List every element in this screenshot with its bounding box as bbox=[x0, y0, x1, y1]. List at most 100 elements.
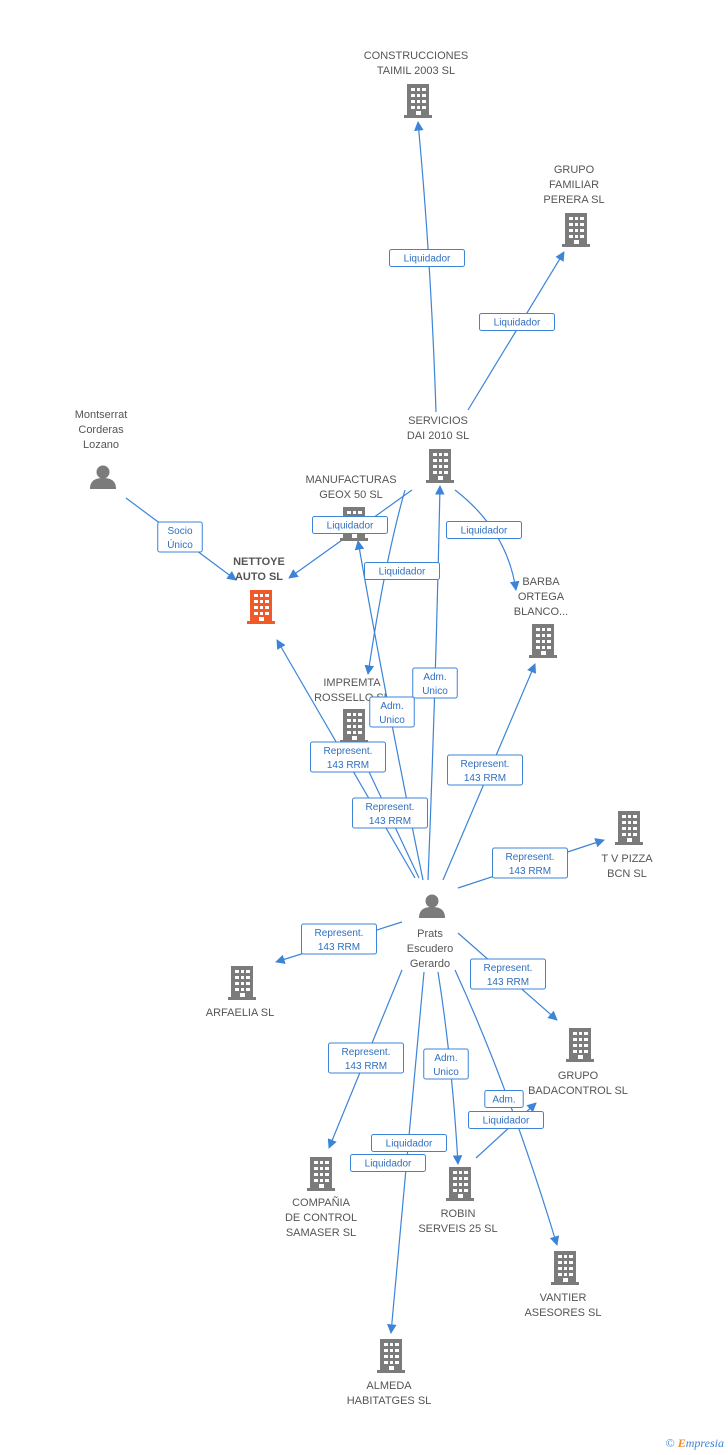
relation-badge-box bbox=[484, 1090, 524, 1108]
relation-badge-box bbox=[468, 1111, 544, 1129]
relation-label: Represent. bbox=[461, 759, 510, 770]
node-label: Lozano bbox=[83, 439, 119, 451]
relation-label: Liquidador bbox=[365, 1159, 412, 1170]
node-label: ALMEDA bbox=[366, 1380, 412, 1392]
relation-badge-prats-almeda[interactable]: Liquidador bbox=[371, 1134, 447, 1152]
node-label: Gerardo bbox=[410, 958, 450, 970]
relation-label: 143 RRM bbox=[327, 760, 369, 771]
relation-label: Represent. bbox=[324, 746, 373, 757]
relation-badge-prats-servicios[interactable]: Adm.Unico bbox=[412, 667, 458, 699]
highlighted-building-icon bbox=[247, 590, 275, 624]
relation-badge-prats-impremta[interactable]: Represent.143 RRM bbox=[352, 797, 428, 829]
node-label: SERVEIS 25 SL bbox=[418, 1223, 497, 1235]
building-icon bbox=[426, 449, 454, 483]
node-manufacturas[interactable]: MANUFACTURAS GEOX 50 SL bbox=[305, 474, 397, 541]
empresia-logo: ©Empresia bbox=[666, 1436, 724, 1451]
relation-label: 143 RRM bbox=[509, 866, 551, 877]
node-almeda[interactable]: ALMEDA HABITATGES SL bbox=[347, 1339, 432, 1407]
node-label: ROBIN bbox=[441, 1208, 476, 1220]
node-label: VANTIER bbox=[540, 1292, 587, 1304]
relation-badge-prats-tvpizza[interactable]: Represent. 143 RRM bbox=[492, 847, 568, 879]
relation-label: 143 RRM bbox=[369, 816, 411, 827]
relation-badge-servicios-barba[interactable]: Liquidador bbox=[446, 521, 522, 539]
relation-badge-box bbox=[412, 667, 458, 699]
person-icon bbox=[419, 894, 445, 918]
relation-badge-box bbox=[389, 249, 465, 267]
building-icon bbox=[551, 1251, 579, 1285]
relation-label: Único bbox=[167, 538, 193, 551]
relation-label: Unico bbox=[422, 686, 448, 697]
relation-badge-box bbox=[446, 521, 522, 539]
relation-label: Represent. bbox=[484, 963, 533, 974]
relation-badge-servicios-impremta[interactable]: Liquidador bbox=[364, 562, 440, 580]
relation-badge-robin-almeda[interactable]: Liquidador bbox=[350, 1154, 426, 1172]
node-label: CONSTRUCCIONES bbox=[364, 50, 469, 62]
relation-badge-servicios-construcciones[interactable]: Liquidador bbox=[389, 249, 465, 267]
building-icon bbox=[615, 811, 643, 845]
relation-badge-servicios-grupo_familiar[interactable]: Liquidador bbox=[479, 313, 555, 331]
node-robin[interactable]: ROBIN SERVEIS 25 SL bbox=[418, 1167, 498, 1235]
node-label: DAI 2010 SL bbox=[407, 430, 469, 442]
node-label: GEOX 50 SL bbox=[319, 489, 383, 501]
relation-badge-prats-barba[interactable]: Represent. 143 RRM bbox=[447, 754, 523, 786]
relation-label: Liquidador bbox=[327, 521, 374, 532]
building-icon bbox=[228, 966, 256, 1000]
relation-label: 143 RRM bbox=[464, 773, 506, 784]
relation-badge-box bbox=[301, 923, 377, 955]
relation-badge-prats-compania[interactable]: Represent. 143 RRM bbox=[328, 1042, 404, 1074]
node-label: BCN SL bbox=[607, 868, 647, 880]
node-barba[interactable]: BARBAORTEGABLANCO... bbox=[514, 576, 568, 658]
relation-badge-prats-vantier[interactable]: Adm. bbox=[484, 1090, 524, 1108]
relation-label: Liquidador bbox=[404, 254, 451, 265]
node-label: MANUFACTURAS bbox=[305, 474, 396, 486]
relation-badge-prats-arfaelia[interactable]: Represent.143 RRM bbox=[301, 923, 377, 955]
relation-label: Unico bbox=[379, 715, 405, 726]
relation-label: Liquidador bbox=[379, 567, 426, 578]
relation-label: 143 RRM bbox=[345, 1061, 387, 1072]
relation-badge-box bbox=[447, 754, 523, 786]
node-arfaelia[interactable]: ARFAELIA SL bbox=[206, 966, 274, 1019]
relation-label: Adm. bbox=[380, 701, 403, 712]
relation-badge-prats-manufacturas[interactable]: Adm. Unico bbox=[369, 696, 415, 728]
node-tvpizza[interactable]: T V PIZZA BCN SL bbox=[601, 811, 653, 880]
node-label: Montserrat bbox=[75, 409, 128, 421]
node-label: T V PIZZA bbox=[601, 853, 653, 865]
node-label: NETTOYE bbox=[233, 556, 285, 568]
relation-badge-servicios-nettoye[interactable]: Liquidador bbox=[312, 516, 388, 534]
relation-badge-box bbox=[310, 741, 386, 773]
relation-label: Socio bbox=[167, 526, 192, 537]
edge-prats-to-almeda bbox=[387, 971, 425, 1334]
relation-label: Represent. bbox=[506, 852, 555, 863]
relation-badge-prats-robin[interactable]: Adm.Unico bbox=[423, 1048, 469, 1080]
building-icon bbox=[446, 1167, 474, 1201]
brand-name: mpresia bbox=[685, 1436, 724, 1450]
node-label: ARFAELIA SL bbox=[206, 1007, 274, 1019]
relation-badge-robin-badacontrol[interactable]: Liquidador bbox=[468, 1111, 544, 1129]
relation-badge-prats-nettoye[interactable]: Represent. 143 RRM bbox=[310, 741, 386, 773]
node-label: HABITATGES SL bbox=[347, 1395, 432, 1407]
relation-badge-box bbox=[364, 562, 440, 580]
relation-label: 143 RRM bbox=[487, 977, 529, 988]
building-icon bbox=[307, 1157, 335, 1191]
node-servicios[interactable]: SERVICIOS DAI 2010 SL bbox=[407, 415, 469, 483]
relation-label: 143 RRM bbox=[318, 942, 360, 953]
node-label: ORTEGA bbox=[518, 591, 565, 603]
node-label: GRUPO bbox=[558, 1070, 599, 1082]
relation-badge-box bbox=[157, 521, 203, 553]
node-label: SERVICIOS bbox=[408, 415, 468, 427]
building-icon bbox=[340, 709, 368, 743]
relation-badge-prats-badacontrol[interactable]: Represent. 143 RRM bbox=[470, 958, 546, 990]
building-icon bbox=[562, 213, 590, 247]
building-icon bbox=[377, 1339, 405, 1373]
relation-label: Represent. bbox=[342, 1047, 391, 1058]
